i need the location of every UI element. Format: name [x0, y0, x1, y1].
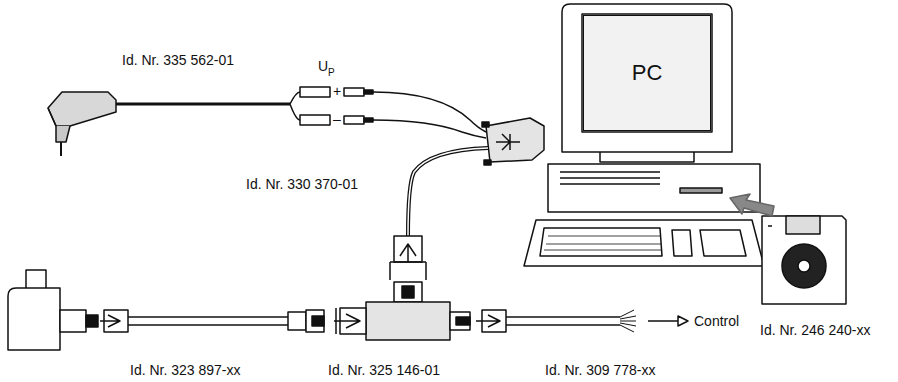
- drawing-stroke: [390, 262, 426, 280]
- part-label: U: [318, 58, 328, 74]
- drawing-stroke: [524, 220, 764, 266]
- drawing-stroke: [486, 118, 544, 162]
- drawing-stroke: [798, 260, 810, 272]
- drawing-stroke: [560, 172, 660, 184]
- drawing-stroke: [402, 286, 414, 298]
- drawing-stroke: [86, 315, 98, 327]
- drawing-stroke: [482, 122, 489, 127]
- drawing-stroke: [56, 126, 70, 142]
- part-label: Id. Nr. 323 897-xx: [130, 362, 241, 378]
- drawing-stroke: [400, 244, 416, 262]
- drawing-stroke: [48, 92, 116, 126]
- drawing-stroke: [344, 116, 364, 124]
- drawing-stroke: [364, 90, 373, 94]
- drawing-stroke: [373, 92, 486, 132]
- node-text: PC: [632, 60, 663, 86]
- drawing-stroke: [506, 316, 620, 318]
- drawing-stroke: [300, 87, 330, 97]
- part-label: +: [333, 83, 341, 99]
- drawing-stroke: [648, 316, 688, 326]
- drawing-stroke: [484, 160, 491, 165]
- part-label: Id. Nr. 309 778-xx: [545, 362, 656, 378]
- drawing-stroke: [496, 134, 520, 150]
- drawing-stroke: [782, 244, 826, 288]
- drawing-stroke: [116, 103, 290, 106]
- cable-connector: [390, 236, 426, 280]
- drawing-stroke: [335, 308, 337, 334]
- control-cable: [476, 310, 688, 332]
- drawing-stroke: [290, 92, 300, 120]
- drawing-stroke: [762, 216, 846, 304]
- drawing-stroke: [60, 310, 86, 332]
- drawing-stroke: [306, 310, 324, 332]
- drawing-stroke: [394, 282, 422, 302]
- drawing-stroke: [128, 324, 288, 326]
- drawing-stroke: [364, 118, 373, 122]
- drawing-stroke: [476, 315, 500, 327]
- drawing-stroke: [300, 115, 330, 125]
- drawing-stroke: [730, 194, 774, 216]
- drawing-stroke: [26, 270, 46, 290]
- drawing-stroke: [548, 164, 760, 212]
- drawing-stroke: [394, 236, 422, 262]
- drawing-stroke: [544, 236, 661, 250]
- drawing-stroke: [408, 148, 488, 236]
- drawing-stroke: [600, 152, 694, 162]
- t-adapter: [334, 282, 470, 340]
- drawing-stroke: [582, 14, 712, 132]
- drawing-stroke: [288, 312, 306, 330]
- part-label: Id. Nr. 335 562-01: [122, 52, 234, 68]
- drawing-stroke: [680, 188, 722, 193]
- part-label: Id. Nr. 330 370-01: [246, 176, 358, 192]
- part-label: Id. Nr. 325 146-01: [328, 362, 440, 378]
- power-adapter: [48, 87, 486, 156]
- drawing-stroke: [786, 216, 820, 234]
- drawing-stroke: [768, 225, 772, 227]
- part-label: –: [333, 111, 341, 127]
- drawing-stroke: [312, 316, 324, 326]
- drawing-stroke: [540, 228, 662, 256]
- drawing-stroke: [373, 120, 486, 138]
- drawing-stroke: [128, 316, 288, 318]
- dsub-connector: [408, 118, 544, 236]
- part-label: P: [328, 65, 335, 81]
- drawing-stroke: [672, 230, 692, 256]
- drawing-stroke: [100, 315, 120, 327]
- drawing-stroke: [334, 314, 360, 328]
- drawing-stroke: [620, 310, 636, 332]
- drawing-stroke: [366, 302, 450, 340]
- drawing-stroke: [344, 88, 364, 96]
- drawing-stroke: [700, 230, 746, 256]
- floppy-disk: [730, 194, 846, 304]
- computer: [524, 4, 764, 266]
- drawing-stroke: [450, 312, 470, 330]
- drawing-stroke: [48, 108, 56, 126]
- encoder: [8, 270, 324, 350]
- drawing-stroke: [8, 288, 60, 350]
- drawing-stroke: [408, 148, 488, 236]
- drawing-stroke: [506, 324, 620, 326]
- part-label: Id. Nr. 246 240-xx: [760, 322, 871, 338]
- drawing-stroke: [456, 317, 470, 325]
- screen-box: PC: [583, 15, 711, 131]
- part-label: Control: [694, 313, 739, 329]
- drawing-stroke: [562, 4, 732, 152]
- drawing-stroke: [60, 142, 62, 156]
